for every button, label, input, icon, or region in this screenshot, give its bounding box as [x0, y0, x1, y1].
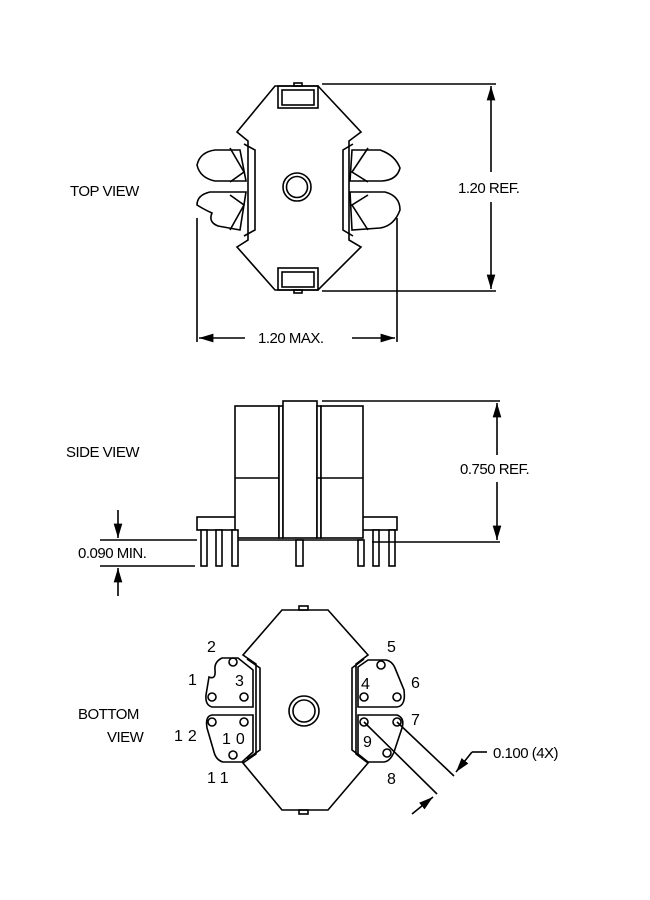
pin-spacing-dimension: 0.100 (4X) — [493, 745, 559, 762]
top-view-label: TOP VIEW — [70, 183, 140, 200]
pin-label-9: 9 — [363, 734, 372, 751]
top-lobe-right-upper — [349, 149, 401, 182]
pin-holes — [207, 657, 402, 760]
pin-length-dimension: 0.090 MIN. — [78, 545, 146, 562]
top-height-dimension: 1.20 REF. — [458, 180, 519, 197]
pin-label-4: 4 — [361, 676, 370, 693]
core-hole-bottom — [288, 695, 320, 727]
side-view: 0.750 REF. 0.090 MIN. SIDE VIEW — [66, 400, 530, 596]
bottom-view-label-line1: BOTTOM — [78, 706, 139, 723]
pin-label-2: 2 — [207, 639, 216, 656]
side-pins — [200, 529, 396, 567]
pin-label-5: 5 — [387, 639, 396, 656]
pin-label-10: 10 — [222, 731, 250, 748]
bottom-view-label-line2: VIEW — [107, 729, 145, 746]
top-width-dimension: 1.20 MAX. — [258, 330, 324, 347]
pad-upper-right — [357, 659, 406, 708]
pin-label-11: 11 — [207, 770, 234, 787]
side-core-center — [282, 400, 318, 539]
top-lobe-left-upper — [196, 149, 247, 182]
top-view: 1.20 REF. 1.20 MAX. TOP VIEW — [70, 82, 520, 347]
top-lobe-right-lower — [349, 191, 401, 231]
pin-label-7: 7 — [411, 712, 420, 729]
side-coil-right — [320, 405, 364, 539]
side-height-dimension: 0.750 REF. — [460, 461, 529, 478]
bottom-body — [241, 609, 370, 811]
pin-label-1: 1 — [188, 672, 197, 689]
bottom-view: 1 2 3 4 5 6 7 8 9 10 11 12 0.100 (4X) BO… — [78, 605, 559, 815]
pin-label-8: 8 — [387, 771, 396, 788]
pin-label-6: 6 — [411, 675, 420, 692]
core-hole-top — [282, 172, 312, 202]
side-view-label: SIDE VIEW — [66, 444, 140, 461]
top-lobe-left-lower — [196, 191, 247, 231]
pad-upper-left — [205, 657, 254, 708]
side-coil-left — [234, 405, 280, 539]
pin-label-3: 3 — [235, 673, 244, 690]
pin-label-12: 12 — [174, 728, 202, 745]
pad-lower-left — [205, 714, 254, 763]
